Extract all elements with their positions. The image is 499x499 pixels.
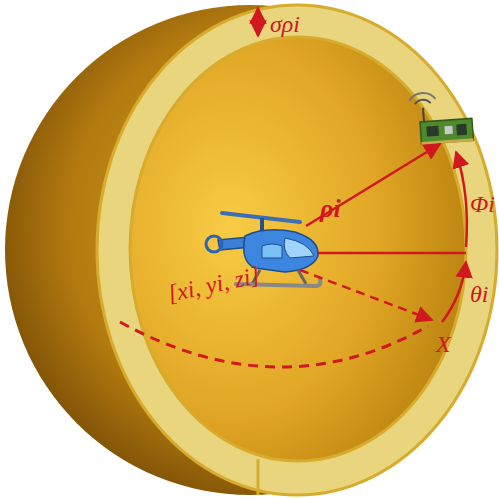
range-vector [306,144,440,226]
projection-line [300,270,432,320]
seam-line [257,459,260,495]
sensor-board [409,90,473,146]
reference-axis [318,252,466,255]
azimuth-label: θi [470,282,488,306]
azimuth-arc [442,262,466,322]
thickness-arrow [257,8,260,36]
point-label: X [436,332,451,356]
range-label: ρi [320,196,341,222]
elevation-arc [456,152,467,247]
horizontal-arc [120,322,428,367]
shell-ring [97,5,497,495]
thickness-label: σρi [270,12,300,36]
inner-sphere [130,37,466,461]
elevation-label: Φi [470,192,495,216]
